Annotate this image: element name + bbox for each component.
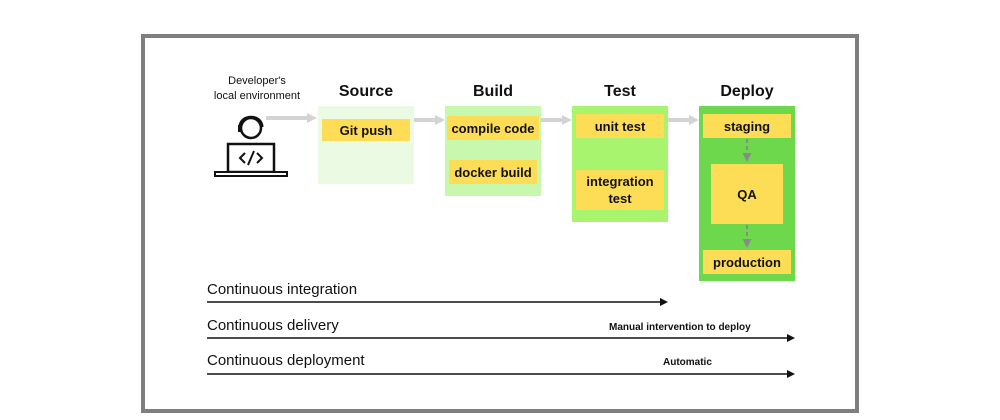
- sticky-staging: staging: [703, 114, 791, 138]
- sticky-unit-test: unit test: [576, 114, 664, 138]
- developer-label: Developer's local environment: [202, 74, 312, 104]
- developer-laptop-icon: [214, 115, 288, 177]
- note-automatic: Automatic: [663, 357, 712, 368]
- sticky-production: production: [703, 250, 791, 274]
- developer-label-line1: Developer's: [228, 75, 286, 87]
- sticky-qa: QA: [711, 164, 783, 224]
- sticky-git-push: Git push: [322, 119, 410, 141]
- label-continuous-deployment: Continuous deployment: [207, 352, 365, 369]
- sticky-compile-code: compile code: [447, 116, 539, 140]
- stage-title-test: Test: [604, 83, 636, 100]
- label-continuous-delivery: Continuous delivery: [207, 317, 339, 334]
- stage-title-deploy: Deploy: [720, 83, 774, 100]
- stage-title-build: Build: [473, 83, 513, 100]
- developer-label-line2: local environment: [213, 90, 301, 102]
- sticky-integration-test: integration test: [576, 170, 664, 210]
- stage-title-source: Source: [338, 83, 394, 100]
- sticky-docker-build: docker build: [449, 160, 537, 184]
- label-continuous-integration: Continuous integration: [207, 281, 358, 298]
- note-manual-intervention: Manual intervention to deploy: [609, 322, 751, 333]
